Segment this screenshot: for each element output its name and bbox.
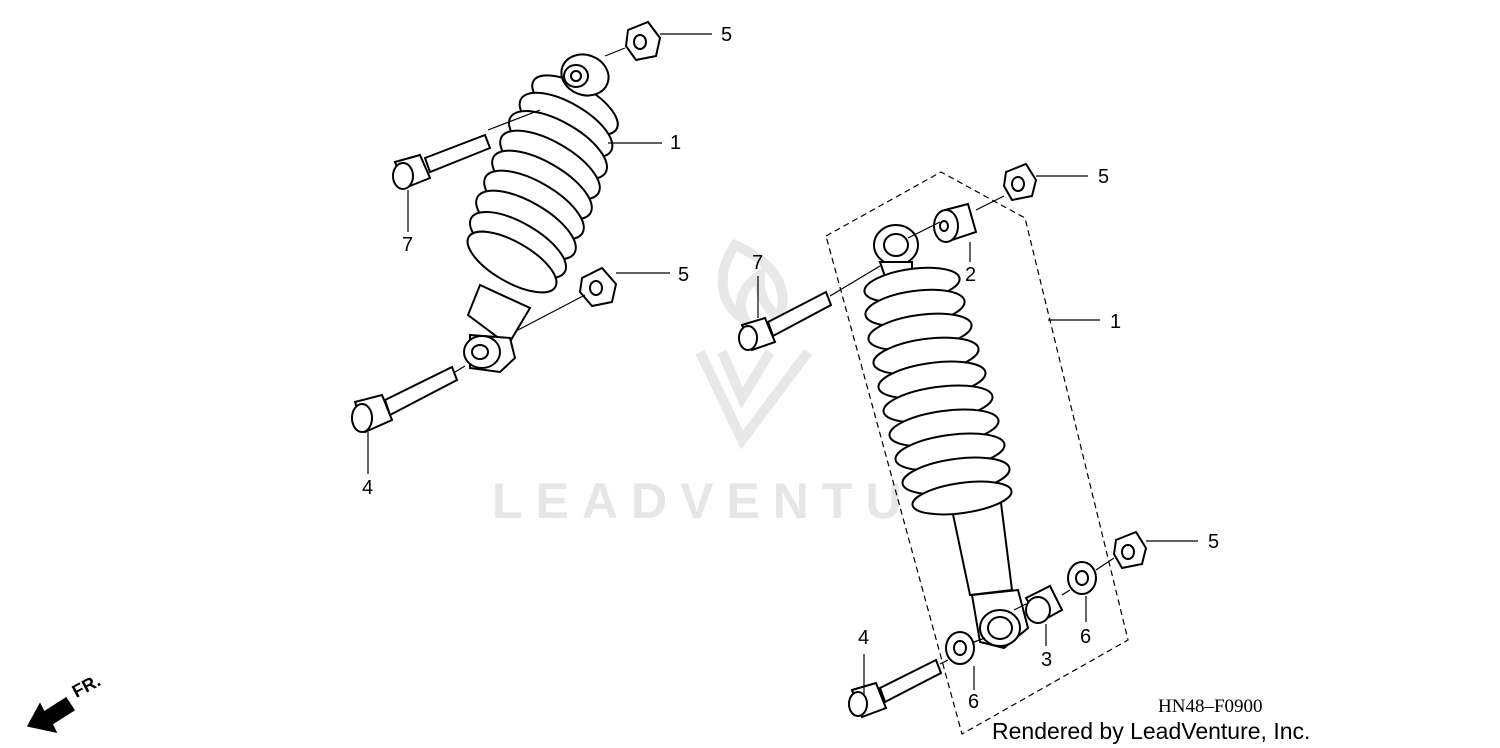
right-callout-leaders	[757, 175, 1198, 694]
right-washer-left	[945, 631, 975, 665]
callout-3-right: 3	[1041, 649, 1053, 671]
callout-5-left-mid: 5	[678, 264, 690, 286]
left-alignment-lines	[454, 47, 626, 373]
front-direction-arrow	[26, 696, 76, 734]
callout-5-left-top: 5	[721, 24, 733, 46]
assembly-boundary-box	[825, 171, 1129, 735]
right-bolt-bottom	[848, 658, 943, 719]
right-alignment-lines	[829, 195, 1115, 665]
credit-text: Rendered by LeadVenture, Inc.	[992, 718, 1311, 744]
right-bolt-top	[738, 290, 833, 352]
watermark-logo	[695, 238, 812, 450]
diagram-code: HN48–F0900	[1158, 696, 1263, 717]
right-collar	[1024, 584, 1064, 624]
callout-7-left: 7	[402, 234, 414, 256]
left-shock-absorber	[463, 53, 619, 374]
left-flange-nut-top	[624, 20, 662, 62]
callout-1-right: 1	[1110, 311, 1122, 333]
callout-5-right-top: 5	[1098, 166, 1110, 188]
right-bushing-top	[933, 202, 978, 243]
callout-4-right: 4	[858, 627, 870, 649]
left-bolt-top	[392, 133, 492, 190]
callout-7-right: 7	[752, 252, 764, 274]
callout-1-left: 1	[670, 132, 682, 154]
right-flange-nut-bottom	[1112, 530, 1148, 570]
right-washer-right	[1067, 561, 1097, 595]
callout-6-right: 6	[1080, 626, 1092, 648]
callout-2-right: 2	[965, 264, 977, 286]
right-flange-nut-top	[1002, 162, 1038, 202]
right-shock-absorber	[863, 224, 1030, 650]
callout-6-right-lower: 6	[968, 691, 980, 713]
left-bolt-bottom	[351, 365, 459, 434]
callout-4-left: 4	[362, 477, 374, 499]
watermark-text: LEADVENTU	[492, 473, 915, 529]
left-callout-leaders	[367, 33, 712, 474]
callout-5-right-bottom: 5	[1208, 531, 1220, 553]
left-flange-nut-mid	[578, 266, 618, 308]
